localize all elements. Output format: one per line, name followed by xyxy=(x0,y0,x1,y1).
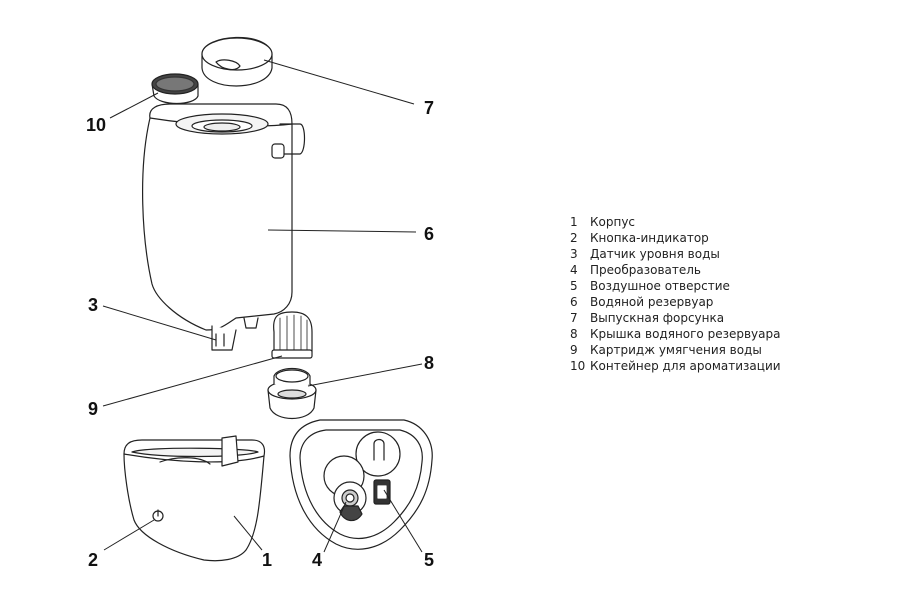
tank-cap-part xyxy=(267,367,317,420)
legend-item-9: 9 Картридж умягчения воды xyxy=(570,342,781,358)
legend-number: 9 xyxy=(570,343,578,357)
legend-item-4: 4 Преобразователь xyxy=(570,262,781,278)
leader-line-10 xyxy=(109,92,159,119)
legend-number: 4 xyxy=(570,263,578,277)
callout-9: 9 xyxy=(88,399,98,419)
callout-5: 5 xyxy=(424,550,434,570)
leader-line-4 xyxy=(323,501,347,553)
legend-label: Контейнер для ароматизации xyxy=(590,359,781,373)
leader-lines xyxy=(102,59,423,553)
legend-item-1: 1 Корпус xyxy=(570,214,781,230)
legend-item-7: 7 Выпускная форсунка xyxy=(570,310,781,326)
legend-number: 3 xyxy=(570,247,578,261)
legend-number: 7 xyxy=(570,311,578,325)
legend-label: Картридж умягчения воды xyxy=(590,343,762,357)
legend-item-5: 5 Воздушное отверстие xyxy=(570,278,781,294)
leader-line-7 xyxy=(263,59,415,105)
outlet-nozzle-part xyxy=(201,36,273,87)
legend-number: 8 xyxy=(570,327,578,341)
legend-number: 10 xyxy=(570,359,586,373)
legend-label: Крышка водяного резервуара xyxy=(590,327,781,341)
leader-line-8 xyxy=(307,363,423,387)
callout-10: 10 xyxy=(86,115,106,135)
leader-line-5 xyxy=(383,489,423,553)
leader-line-1 xyxy=(233,515,263,551)
softening-cartridge-part xyxy=(271,311,313,359)
base-interior-part xyxy=(289,419,433,550)
aroma-container-part xyxy=(151,73,199,105)
legend-label: Воздушное отверстие xyxy=(590,279,730,293)
legend-label: Датчик уровня воды xyxy=(590,247,720,261)
legend-item-8: 8 Крышка водяного резервуара xyxy=(570,326,781,342)
callout-2: 2 xyxy=(88,550,98,570)
legend-number: 6 xyxy=(570,295,578,309)
water-tank-part xyxy=(142,103,306,351)
leader-line-2 xyxy=(103,519,155,551)
legend-item-10: 10 Контейнер для ароматизации xyxy=(570,358,781,374)
legend-number: 2 xyxy=(570,231,578,245)
legend-number: 5 xyxy=(570,279,578,293)
legend-item-3: 3 Датчик уровня воды xyxy=(570,246,781,262)
callout-8: 8 xyxy=(424,353,434,373)
leader-line-3 xyxy=(102,305,217,341)
legend-item-6: 6 Водяной резервуар xyxy=(570,294,781,310)
callout-4: 4 xyxy=(312,550,322,570)
callout-labels: 10 7 6 3 9 8 2 1 4 5 xyxy=(86,98,434,570)
legend-label: Водяной резервуар xyxy=(590,295,714,309)
base-housing-part xyxy=(123,435,266,562)
callout-3: 3 xyxy=(88,295,98,315)
legend-label: Кнопка-индикатор xyxy=(590,231,709,245)
legend-label: Корпус xyxy=(590,215,636,229)
parts-legend: 1 Корпус 2 Кнопка-индикатор 3 Датчик уровня… xyxy=(570,214,781,374)
leader-line-9 xyxy=(102,355,283,407)
callout-7: 7 xyxy=(424,98,434,118)
legend-item-2: 2 Кнопка-индикатор xyxy=(570,230,781,246)
legend-number: 1 xyxy=(570,215,578,229)
legend-label: Выпускная форсунка xyxy=(590,311,725,325)
leader-line-6 xyxy=(267,229,417,233)
callout-1: 1 xyxy=(262,550,272,570)
legend-label: Преобразователь xyxy=(590,263,701,277)
callout-6: 6 xyxy=(424,224,434,244)
